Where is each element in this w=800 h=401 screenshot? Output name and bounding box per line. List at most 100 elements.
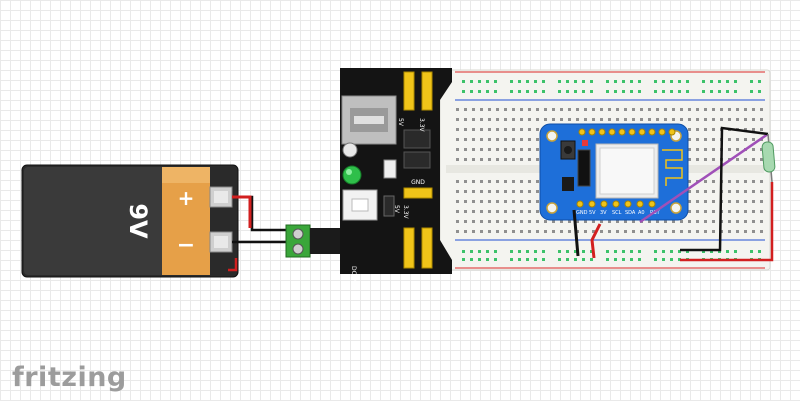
header-pin[interactable] — [588, 128, 596, 136]
strip-hole — [608, 108, 611, 111]
rail-hole — [494, 250, 497, 253]
power-switch-button[interactable] — [351, 198, 369, 212]
strip-hole — [688, 210, 691, 213]
jumper-header-top-left[interactable] — [403, 71, 415, 111]
usb-chip — [562, 177, 574, 191]
strip-hole — [480, 138, 483, 141]
rail-hole — [486, 258, 489, 261]
strip-hole — [528, 220, 531, 223]
strip-hole — [760, 190, 763, 193]
strip-hole — [584, 108, 587, 111]
barrel-plug-neck — [310, 228, 344, 254]
rail-hole — [534, 250, 537, 253]
strip-hole — [528, 108, 531, 111]
strip-hole — [696, 128, 699, 131]
wire-reed-red[interactable] — [680, 182, 774, 262]
esp8266-board[interactable]: GND 5V 3V SCL SDA A0 RST — [539, 123, 689, 221]
strip-hole — [704, 108, 707, 111]
strip-hole — [664, 230, 667, 233]
strip-hole — [504, 138, 507, 141]
header-pin[interactable] — [608, 128, 616, 136]
strip-hole — [528, 138, 531, 141]
strip-hole — [712, 190, 715, 193]
strip-hole — [528, 190, 531, 193]
strip-hole — [520, 158, 523, 161]
strip-hole — [744, 180, 747, 183]
strip-hole — [704, 180, 707, 183]
strip-hole — [744, 230, 747, 233]
jumper-header-bottom-right[interactable] — [421, 227, 433, 269]
wire-battery-red-tail[interactable] — [228, 258, 238, 272]
strip-hole — [728, 108, 731, 111]
esp-pin-label: SCL — [612, 210, 622, 216]
screw-terminal[interactable] — [285, 224, 311, 258]
strip-hole — [536, 148, 539, 151]
power-supply-module[interactable]: 5V 3.3V GND 5V 3.3V DC-IN — [340, 68, 452, 283]
strip-hole — [544, 108, 547, 111]
fritzing-logo: fritzing — [12, 362, 127, 393]
wire-signal-purple[interactable] — [639, 132, 769, 224]
rail-hole — [702, 80, 705, 83]
strip-hole — [536, 118, 539, 121]
battery-9v[interactable]: 9V + − — [21, 164, 239, 278]
strip-hole — [584, 220, 587, 223]
rail-hole — [662, 258, 665, 261]
header-pin[interactable] — [588, 200, 596, 208]
strip-hole — [496, 220, 499, 223]
wire-battery-red[interactable] — [232, 195, 252, 228]
rail-hole — [678, 258, 681, 261]
strip-hole — [456, 230, 459, 233]
strip-hole — [544, 118, 547, 121]
header-pin[interactable] — [668, 128, 676, 136]
usb-port-tongue — [354, 116, 384, 124]
rail-hole — [606, 90, 609, 93]
rail-hole — [630, 250, 633, 253]
strip-hole — [696, 200, 699, 203]
esp-pin-labels: GND 5V 3V SCL SDA A0 RST — [576, 210, 661, 216]
strip-hole — [528, 180, 531, 183]
strip-hole — [496, 128, 499, 131]
rail-hole — [590, 250, 593, 253]
rail-hole — [542, 258, 545, 261]
rail-hole — [566, 90, 569, 93]
header-pin[interactable] — [658, 128, 666, 136]
header-pin[interactable] — [576, 200, 584, 208]
rail-hole — [526, 90, 529, 93]
rail-hole — [470, 250, 473, 253]
header-pin[interactable] — [648, 200, 656, 208]
header-pin[interactable] — [648, 128, 656, 136]
strip-hole — [536, 200, 539, 203]
rail-hole — [726, 250, 729, 253]
wire-reed-black[interactable] — [680, 126, 769, 252]
rail-hole — [486, 80, 489, 83]
strip-hole — [752, 128, 755, 131]
header-pin[interactable] — [598, 128, 606, 136]
rail-hole — [542, 80, 545, 83]
strip-hole — [736, 230, 739, 233]
header-pin[interactable] — [628, 128, 636, 136]
header-pin[interactable] — [612, 200, 620, 208]
header-pin[interactable] — [578, 128, 586, 136]
rail-hole — [670, 250, 673, 253]
jumper-header-middle[interactable] — [403, 187, 433, 199]
strip-hole — [536, 108, 539, 111]
strip-hole — [464, 108, 467, 111]
strip-hole — [672, 118, 675, 121]
jumper-header-top-right[interactable] — [421, 71, 433, 111]
header-pin[interactable] — [624, 200, 632, 208]
jumper-header-bottom-left[interactable] — [403, 227, 415, 269]
header-pin[interactable] — [636, 200, 644, 208]
reed-switch[interactable] — [761, 133, 776, 183]
wire-esp-5v[interactable] — [590, 223, 602, 259]
strip-hole — [744, 158, 747, 161]
header-pin[interactable] — [600, 200, 608, 208]
strip-hole — [536, 190, 539, 193]
strip-hole — [528, 148, 531, 151]
header-pin[interactable] — [638, 128, 646, 136]
rail-hole — [462, 258, 465, 261]
strip-hole — [512, 108, 515, 111]
rail-hole — [606, 258, 609, 261]
wire-esp-gnd[interactable] — [572, 209, 580, 257]
header-pin[interactable] — [618, 128, 626, 136]
strip-hole — [512, 148, 515, 151]
